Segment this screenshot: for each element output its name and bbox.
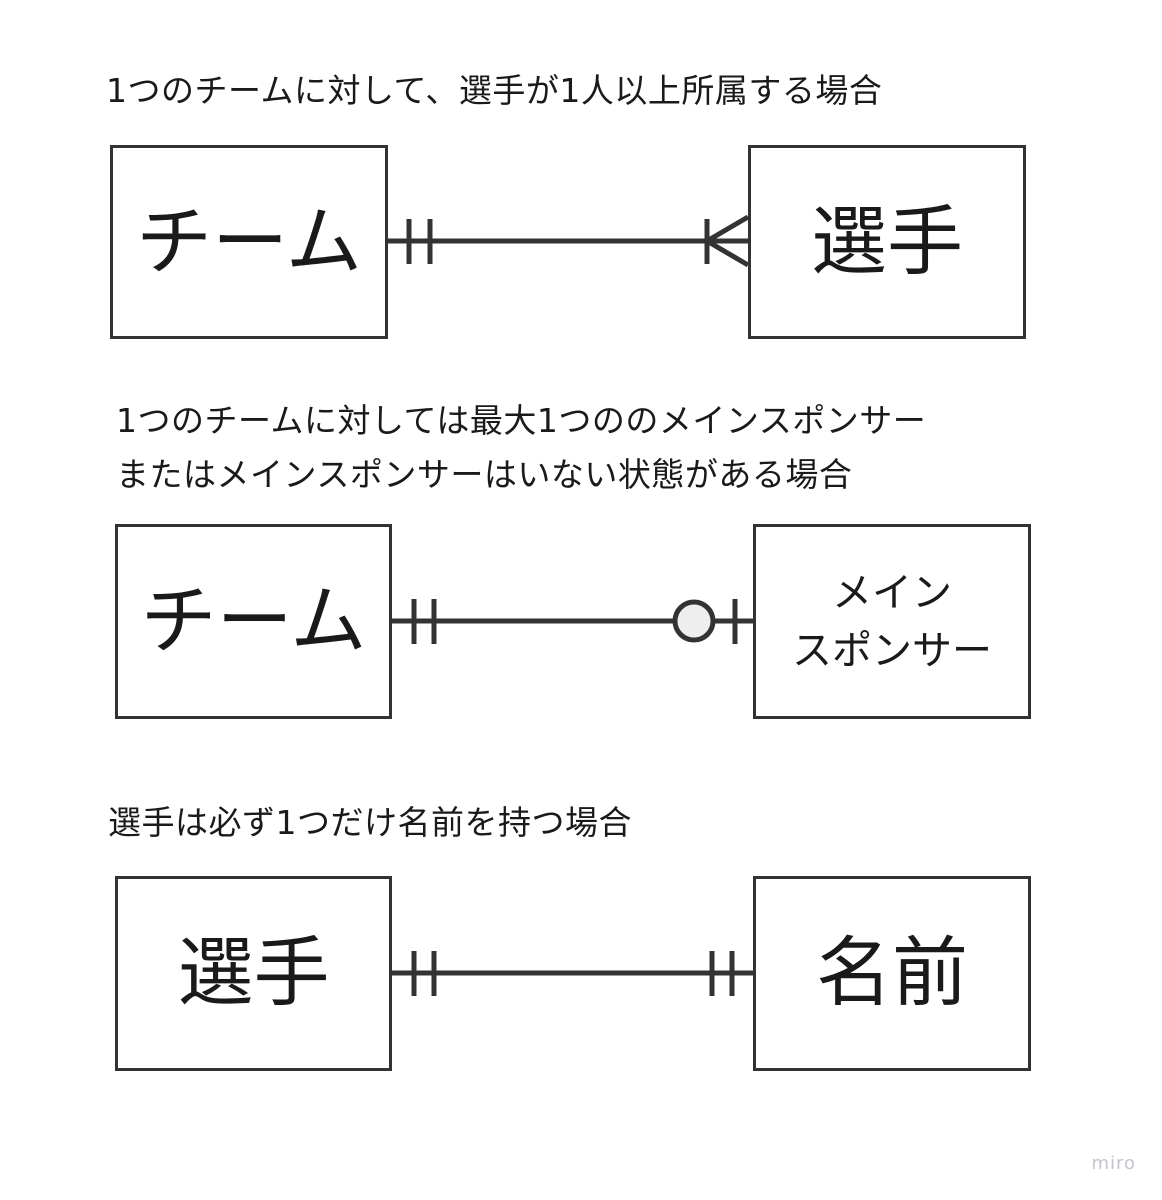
entity-label: チーム	[136, 196, 362, 286]
entity-label: 選手	[177, 928, 330, 1018]
relationship-team-sponsor	[391, 599, 754, 644]
entity-name[interactable]: 名前	[753, 876, 1031, 1071]
entity-label: 名前	[816, 928, 968, 1018]
relationship-player-name	[391, 951, 754, 996]
miro-watermark: miro	[1091, 1153, 1136, 1174]
entity-label: メイン スポンサー	[792, 569, 992, 674]
caption-team-players: 1つのチームに対して、選手が1人以上所属する場合	[106, 71, 883, 110]
crowfoot	[702, 214, 750, 268]
entity-players[interactable]: 選手	[748, 145, 1026, 339]
entity-team[interactable]: チーム	[115, 524, 392, 719]
entity-player[interactable]: 選手	[115, 876, 392, 1071]
caption-team-sponsor: 1つのチームに対しては最大1つののメインスポンサー またはメインスポンサーはいな…	[116, 401, 927, 494]
zero-circle	[672, 599, 716, 643]
entity-label: 選手	[811, 196, 963, 286]
entity-team[interactable]: チーム	[110, 145, 388, 339]
relationship-team-players	[387, 214, 750, 268]
caption-player-name: 選手は必ず1つだけ名前を持つ場合	[108, 803, 632, 842]
entity-main-sponsor[interactable]: メイン スポンサー	[753, 524, 1031, 719]
entity-label: チーム	[140, 576, 367, 666]
